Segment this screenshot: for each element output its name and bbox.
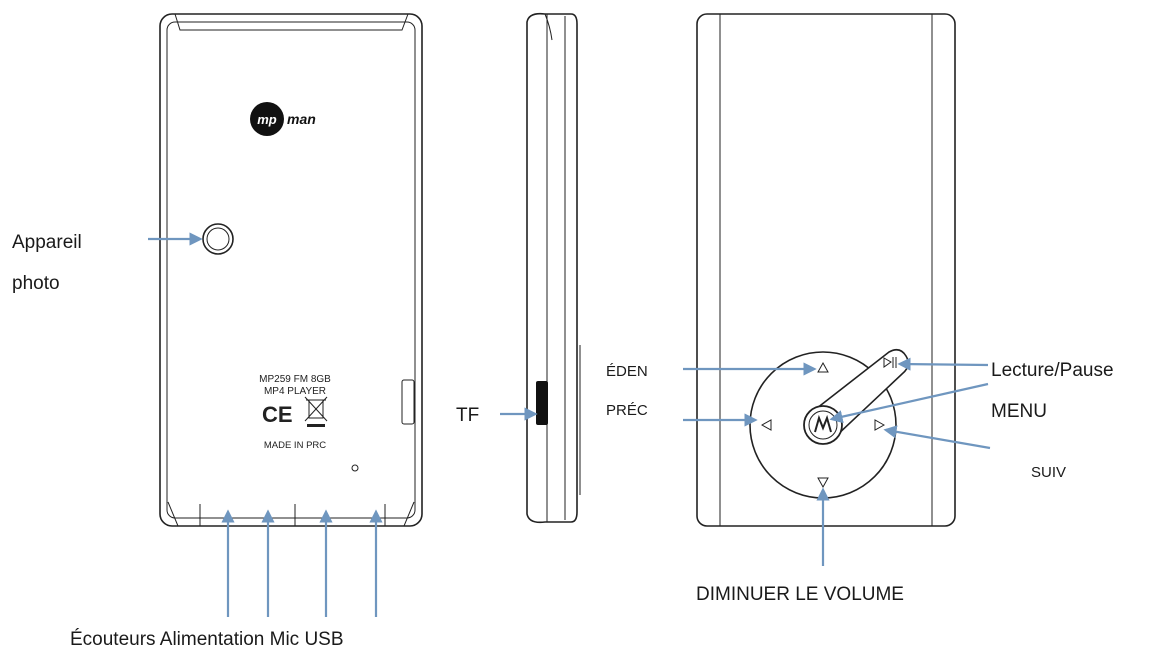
mpman-logo: mp man <box>250 102 316 136</box>
model-line1: MP259 FM 8GB <box>259 374 331 385</box>
mic-hole <box>351 464 359 472</box>
tf-slot <box>536 381 548 425</box>
label-camera-line2: photo <box>12 273 60 294</box>
camera-lens-outer <box>202 223 234 255</box>
menu-icon <box>814 414 832 433</box>
down-triangle-icon[interactable] <box>817 477 829 489</box>
label-prev: PRÉC <box>606 402 648 419</box>
back-bottom-cap <box>167 501 415 527</box>
label-up: ÉDEN <box>606 363 648 380</box>
logo-text-left: mp <box>257 112 277 127</box>
camera-lens-inner <box>206 227 230 251</box>
label-menu: MENU <box>991 401 1047 422</box>
back-body-inner <box>166 21 416 519</box>
label-volume-down: DIMINUER LE VOLUME <box>696 584 904 605</box>
logo-circle <box>250 102 284 136</box>
front-body-outline <box>696 13 956 527</box>
callout-arrows <box>148 232 991 617</box>
label-tf: TF <box>456 405 479 426</box>
prev-triangle-icon[interactable] <box>760 419 772 431</box>
up-triangle-icon[interactable] <box>817 361 829 373</box>
back-view: mp man MP259 FM 8GB MP4 PLAYER CE MADE I… <box>159 13 423 527</box>
label-play-pause: Lecture/Pause <box>991 360 1114 381</box>
weee-bin-icon <box>304 396 328 427</box>
ce-mark: CE <box>262 402 293 427</box>
arrow-play-pause <box>897 357 989 371</box>
arrow-next <box>883 425 991 450</box>
logo-text-right: man <box>287 111 316 127</box>
play-pause-icon <box>883 357 897 368</box>
side-body-outline <box>526 12 578 524</box>
next-triangle-icon[interactable] <box>874 419 886 431</box>
made-in: MADE IN PRC <box>264 440 326 451</box>
label-bottom-ports: Écouteurs Alimentation Mic USB <box>70 629 344 650</box>
side-switch <box>401 379 415 425</box>
label-camera-line1: Appareil <box>12 232 82 253</box>
labels: Appareil photo Écouteurs Alimentation Mi… <box>12 232 1114 650</box>
arrow-menu <box>829 382 989 424</box>
label-next: SUIV <box>1031 464 1066 481</box>
back-top-cap <box>174 13 409 31</box>
menu-button[interactable] <box>803 405 843 445</box>
front-view <box>696 13 956 527</box>
side-view <box>526 12 581 524</box>
model-line2: MP4 PLAYER <box>264 386 326 397</box>
